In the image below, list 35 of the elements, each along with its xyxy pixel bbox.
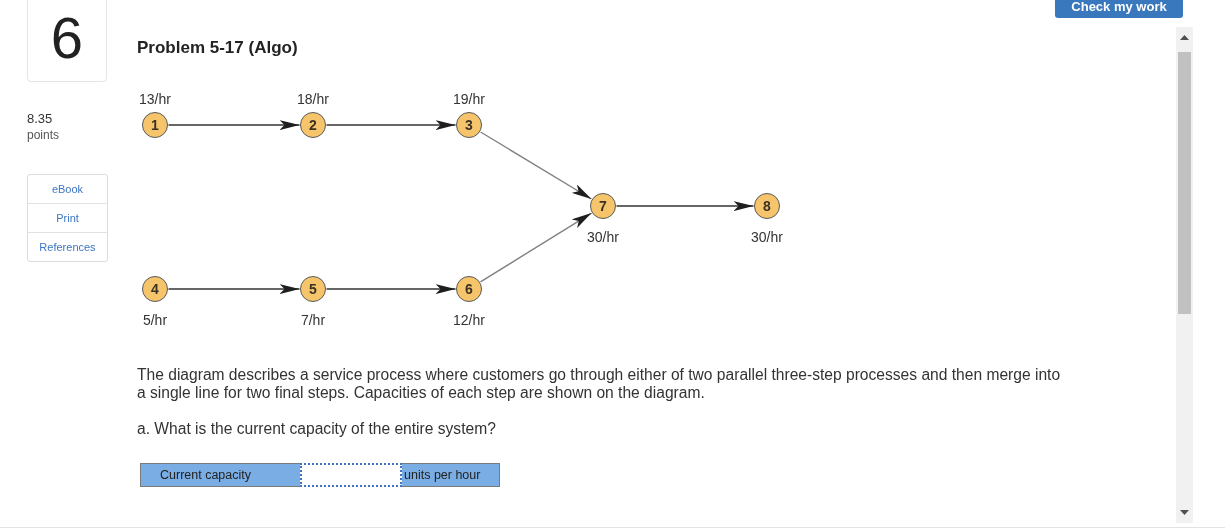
problem-title: Problem 5-17 (Algo) [137, 38, 298, 58]
sidebar-link: Print [28, 203, 107, 232]
arrow [167, 120, 301, 130]
capacity-label: 30/hr [751, 230, 783, 245]
sidebar-link: References [28, 232, 107, 261]
step-circle: 6 [456, 276, 482, 302]
points-value: 8.35 [27, 111, 53, 126]
unit-label: units per hour [402, 463, 500, 487]
arrow [479, 131, 593, 200]
capacity-label: 13/hr [139, 92, 171, 107]
step-circle: 4 [142, 276, 168, 302]
capacity-label: 12/hr [453, 313, 485, 328]
capacity-label: 19/hr [453, 92, 485, 107]
capacity-label: 30/hr [587, 230, 619, 245]
step-circle: 8 [754, 193, 780, 219]
arrow [615, 201, 755, 211]
problem-description: The diagram describes a service process where customers go through either of two parallel three-step processes and then merge into a single line for two final steps. Capacities of each step are shown on the diagram. [137, 366, 1062, 402]
question-number: 6 [50, 8, 84, 68]
step-circle: 3 [456, 112, 482, 138]
arrow [479, 212, 593, 283]
sidebar-link: eBook [50, 182, 85, 197]
capacity-label: 7/hr [300, 313, 326, 328]
arrow [325, 120, 457, 130]
arrow [167, 284, 301, 294]
step-circle: 5 [300, 276, 326, 302]
check-work-button: Check my work [1055, 0, 1183, 18]
step-circle: 7 [590, 193, 616, 219]
capacity-label: 5/hr [142, 313, 168, 328]
capacity-label: 18/hr [297, 92, 329, 107]
arrow [325, 284, 457, 294]
step-circle: 2 [300, 112, 326, 138]
question-text: a. What is the current capacity of the entire system? [137, 420, 496, 438]
field-label: Current capacity [140, 463, 300, 487]
step-circle: 1 [142, 112, 168, 138]
points-label: points [27, 128, 60, 142]
